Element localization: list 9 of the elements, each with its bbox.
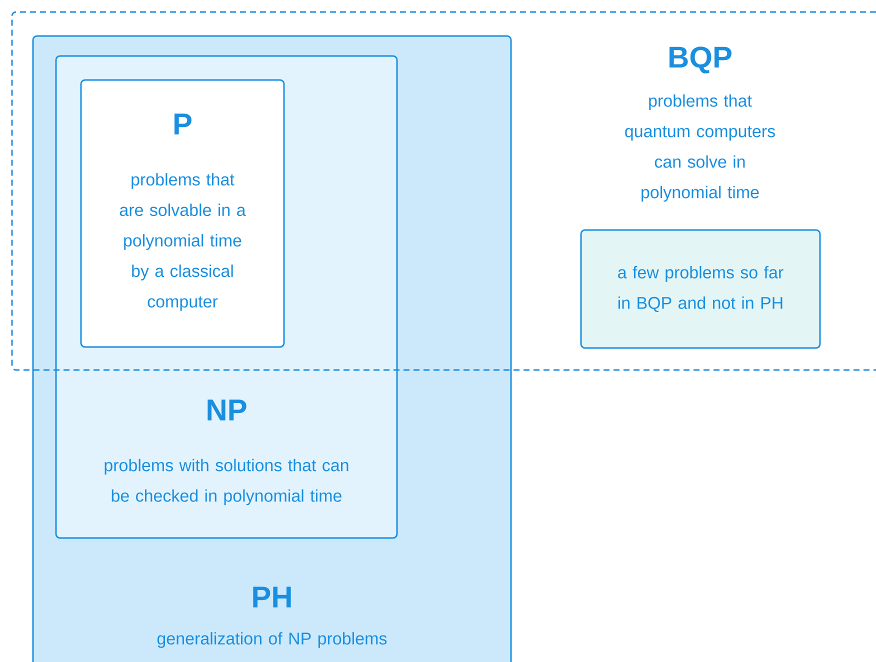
class-title: P [174, 114, 192, 134]
class-title: BQP [670, 46, 732, 74]
class-description: generalization of NP problems [157, 632, 387, 648]
class-description: problems that quantum computers can solve in polynomial time [625, 94, 775, 202]
class-description: problems that are solvable in a polynomial time by a classical computer [120, 173, 246, 311]
class-description: problems with solutions that can be checked in polynomial time [104, 458, 348, 506]
class-description: a few problems so far in BQP and not in PH [618, 266, 784, 312]
class-title: NP [208, 400, 246, 420]
class-title: PH [253, 586, 291, 608]
